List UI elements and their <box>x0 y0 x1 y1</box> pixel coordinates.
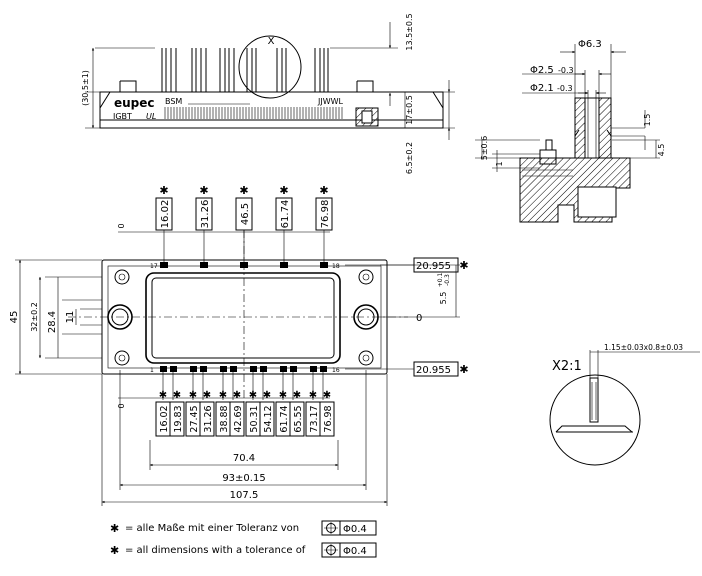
dim-dia-b-tol: -0.3 <box>557 84 573 93</box>
star-top-4: ✱ <box>319 184 328 197</box>
note-tolerance-en: Φ0.4 <box>343 546 367 557</box>
dim-55: 5.5 <box>439 292 448 305</box>
star-bot-7: ✱ <box>263 390 271 401</box>
bot-pin-11: 76.98 <box>323 405 334 432</box>
top-pin-0: 16.02 <box>160 200 171 229</box>
pin-label-1: 1 <box>150 367 154 374</box>
pin-label-17: 17 <box>150 263 158 270</box>
star-bot-11: ✱ <box>323 390 331 401</box>
note-star-en: ✱ <box>110 544 119 557</box>
star-top-3: ✱ <box>279 184 288 197</box>
dim-outer-dia: Φ6.3 <box>578 39 602 50</box>
star-bot-3: ✱ <box>203 390 211 401</box>
note-star-de: ✱ <box>110 522 119 535</box>
pin-label-18: 18 <box>332 263 340 270</box>
top-pin-1: 31.26 <box>200 200 211 229</box>
bot-pin-9: 65.55 <box>293 405 304 432</box>
star-bot-9: ✱ <box>293 390 301 401</box>
star-bot-5: ✱ <box>233 390 241 401</box>
dim-20955-bottom: 20.955 <box>416 365 451 376</box>
bottom-pin-row <box>160 366 327 372</box>
dim-45: 4.5 <box>657 144 666 157</box>
detail-view: X2:1 1.15±0.03x0.8±0.03 <box>549 343 700 466</box>
top-pin-3: 61.74 <box>280 200 291 229</box>
dim-32: 32±0.2 <box>30 302 39 332</box>
side-ribs <box>164 107 343 119</box>
dim-284: 28.4 <box>47 311 58 333</box>
pin-label-16: 16 <box>332 367 340 374</box>
star-bot-2: ✱ <box>189 390 197 401</box>
star-bot-1: ✱ <box>173 390 181 401</box>
star-right-top: ✱ <box>459 259 468 272</box>
right-dims: 20.955 20.955 ✱ ✱ 0 5.5 +0.1 -0.3 <box>345 257 469 377</box>
type-prefix: BSM <box>165 97 182 106</box>
detail-circle <box>238 35 302 99</box>
zero-right: 0 <box>416 313 422 324</box>
date-code: JJWWL <box>317 97 344 106</box>
star-bot-10: ✱ <box>309 390 317 401</box>
top-view: 17 18 1 16 0 16.02 31.26 46.5 61.74 76.9… <box>9 184 469 506</box>
dim-704: 70.4 <box>233 453 255 464</box>
star-bot-6: ✱ <box>249 390 257 401</box>
brand-logo: eupec <box>114 96 155 110</box>
star-bot-8: ✱ <box>279 390 287 401</box>
dim-45: 45 <box>9 311 20 324</box>
dim-1: 1 <box>495 161 504 166</box>
top-pin-dims: 0 16.02 31.26 46.5 61.74 76.98 ✱ ✱ ✱ ✱ ✱ <box>117 184 333 262</box>
dim-55-tol-up: +0.1 <box>437 273 444 288</box>
bottom-pin-dims: 0 16.02 19.83 27.45 31.26 38.88 42.69 50… <box>117 372 335 437</box>
bot-pin-2: 27.45 <box>189 405 200 432</box>
dim-20955-top: 20.955 <box>416 261 451 272</box>
bot-pin-5: 42.69 <box>233 405 244 432</box>
side-view: X eupec BSM IGBT UL JJWWL 13.5±0.5 (30.5… <box>81 13 455 174</box>
bot-pin-0: 16.02 <box>159 405 170 432</box>
bot-pin-3: 31.26 <box>203 405 214 432</box>
bot-pin-8: 61.74 <box>279 405 290 432</box>
star-top-0: ✱ <box>159 184 168 197</box>
detail-dim: 1.15±0.03x0.8±0.03 <box>604 343 683 352</box>
dim-dia-b: Φ2.1 <box>530 83 554 94</box>
dim-total-height: (30.5±1) <box>81 70 90 106</box>
star-top-2: ✱ <box>239 184 248 197</box>
bot-pin-1: 19.83 <box>173 405 184 432</box>
zero-bottom: 0 <box>117 403 126 408</box>
top-pin-row <box>160 262 328 268</box>
star-bot-4: ✱ <box>219 390 227 401</box>
bot-pin-10: 73.17 <box>309 405 320 432</box>
bot-pin-4: 38.88 <box>219 405 230 432</box>
dim-1075: 107.5 <box>230 490 259 501</box>
left-dims: 45 32±0.2 28.4 11 <box>9 259 102 375</box>
dim-93: 93±0.15 <box>222 473 265 484</box>
dim-base: 6.5±0.2 <box>405 142 414 174</box>
star-bot-0: ✱ <box>159 390 167 401</box>
dim-15: 1.5 <box>643 114 652 127</box>
notes: ✱ = alle Maße mit einer Toleranz von Φ0.… <box>110 520 377 558</box>
note-tolerance-de: Φ0.4 <box>343 524 367 535</box>
top-pin-2: 46.5 <box>240 203 251 225</box>
device-class: IGBT <box>113 112 132 121</box>
dim-dia-a: Φ2.5 <box>530 65 554 76</box>
dim-5: 5±0.6 <box>480 136 489 161</box>
ul-mark: UL <box>146 112 156 121</box>
star-right-bottom: ✱ <box>459 363 468 376</box>
note-de-text: = alle Maße mit einer Toleranz von <box>125 523 299 534</box>
dim-pin-height: 13.5±0.5 <box>405 13 414 50</box>
detail-marker-x: X <box>268 36 275 47</box>
dim-55-tol-dn: -0.3 <box>444 274 451 286</box>
star-top-1: ✱ <box>199 184 208 197</box>
bot-pin-6: 50.31 <box>249 405 260 432</box>
bottom-pin-boxes <box>155 401 335 437</box>
bot-pin-7: 54.12 <box>263 405 274 432</box>
note-en-text: = all dimensions with a tolerance of <box>125 545 306 556</box>
dim-dia-a-tol: -0.3 <box>558 66 574 75</box>
dim-body-height: 17±0.5 <box>405 95 414 125</box>
dim-11: 11 <box>65 311 76 324</box>
top-pin-4: 76.98 <box>320 200 331 229</box>
side-pins <box>161 48 329 92</box>
section-view: Φ6.3 Φ2.5 -0.3 Φ2.1 -0.3 1.5 4.5 5±0.6 1 <box>475 39 666 223</box>
bottom-width-dims: 70.4 93±0.15 107.5 <box>101 370 388 506</box>
detail-title: X2:1 <box>552 359 582 374</box>
zero-top: 0 <box>117 223 126 228</box>
